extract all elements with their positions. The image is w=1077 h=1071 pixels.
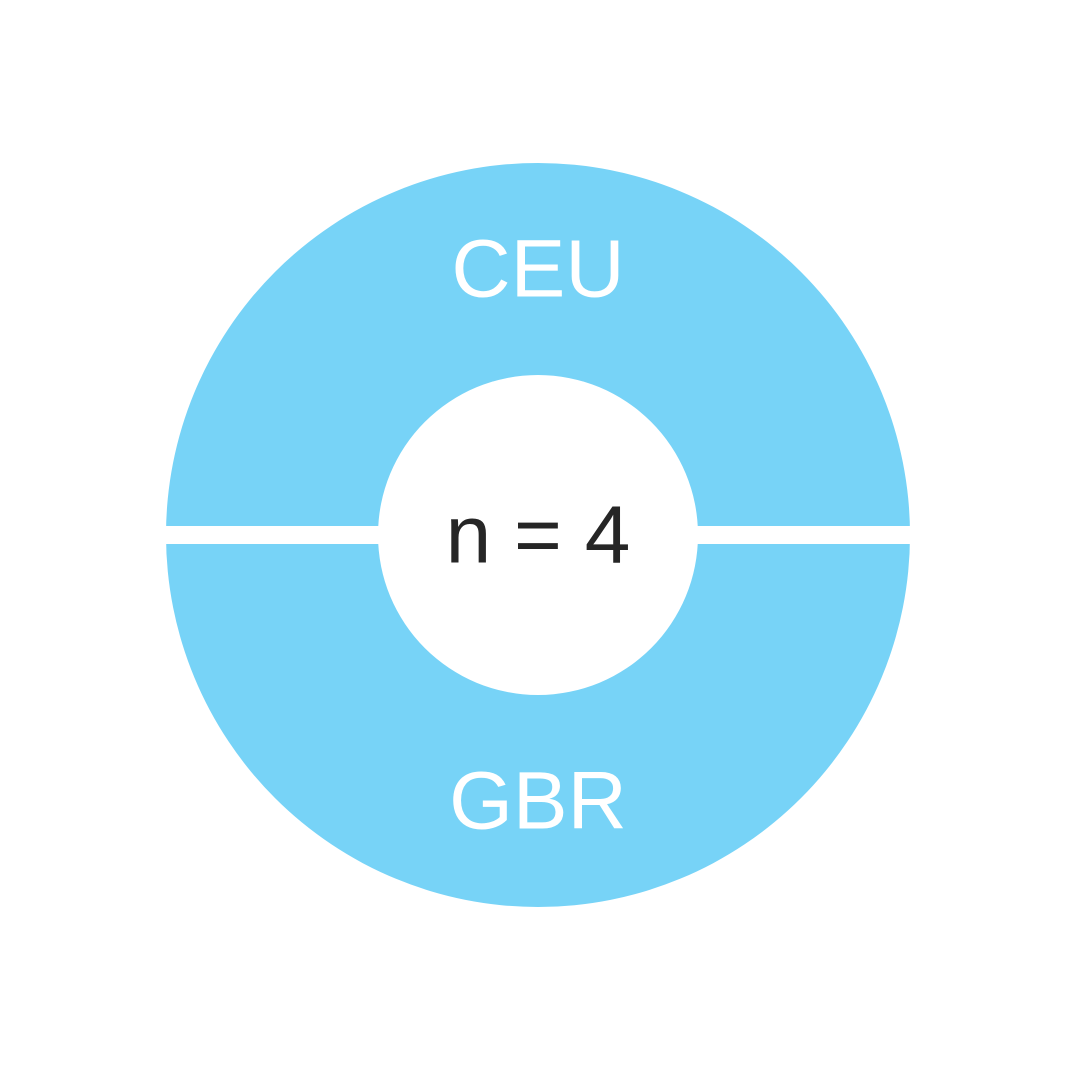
donut-slices: [164, 163, 912, 907]
donut-slice-label-ceu: CEU: [451, 224, 624, 315]
donut-slice-ceu: [166, 163, 910, 535]
donut-center-label: n = 4: [446, 490, 631, 581]
donut-slice-labels: CEU GBR: [449, 224, 627, 847]
donut-slice-label-gbr: GBR: [449, 756, 627, 847]
donut-slice-gbr: [166, 535, 910, 907]
